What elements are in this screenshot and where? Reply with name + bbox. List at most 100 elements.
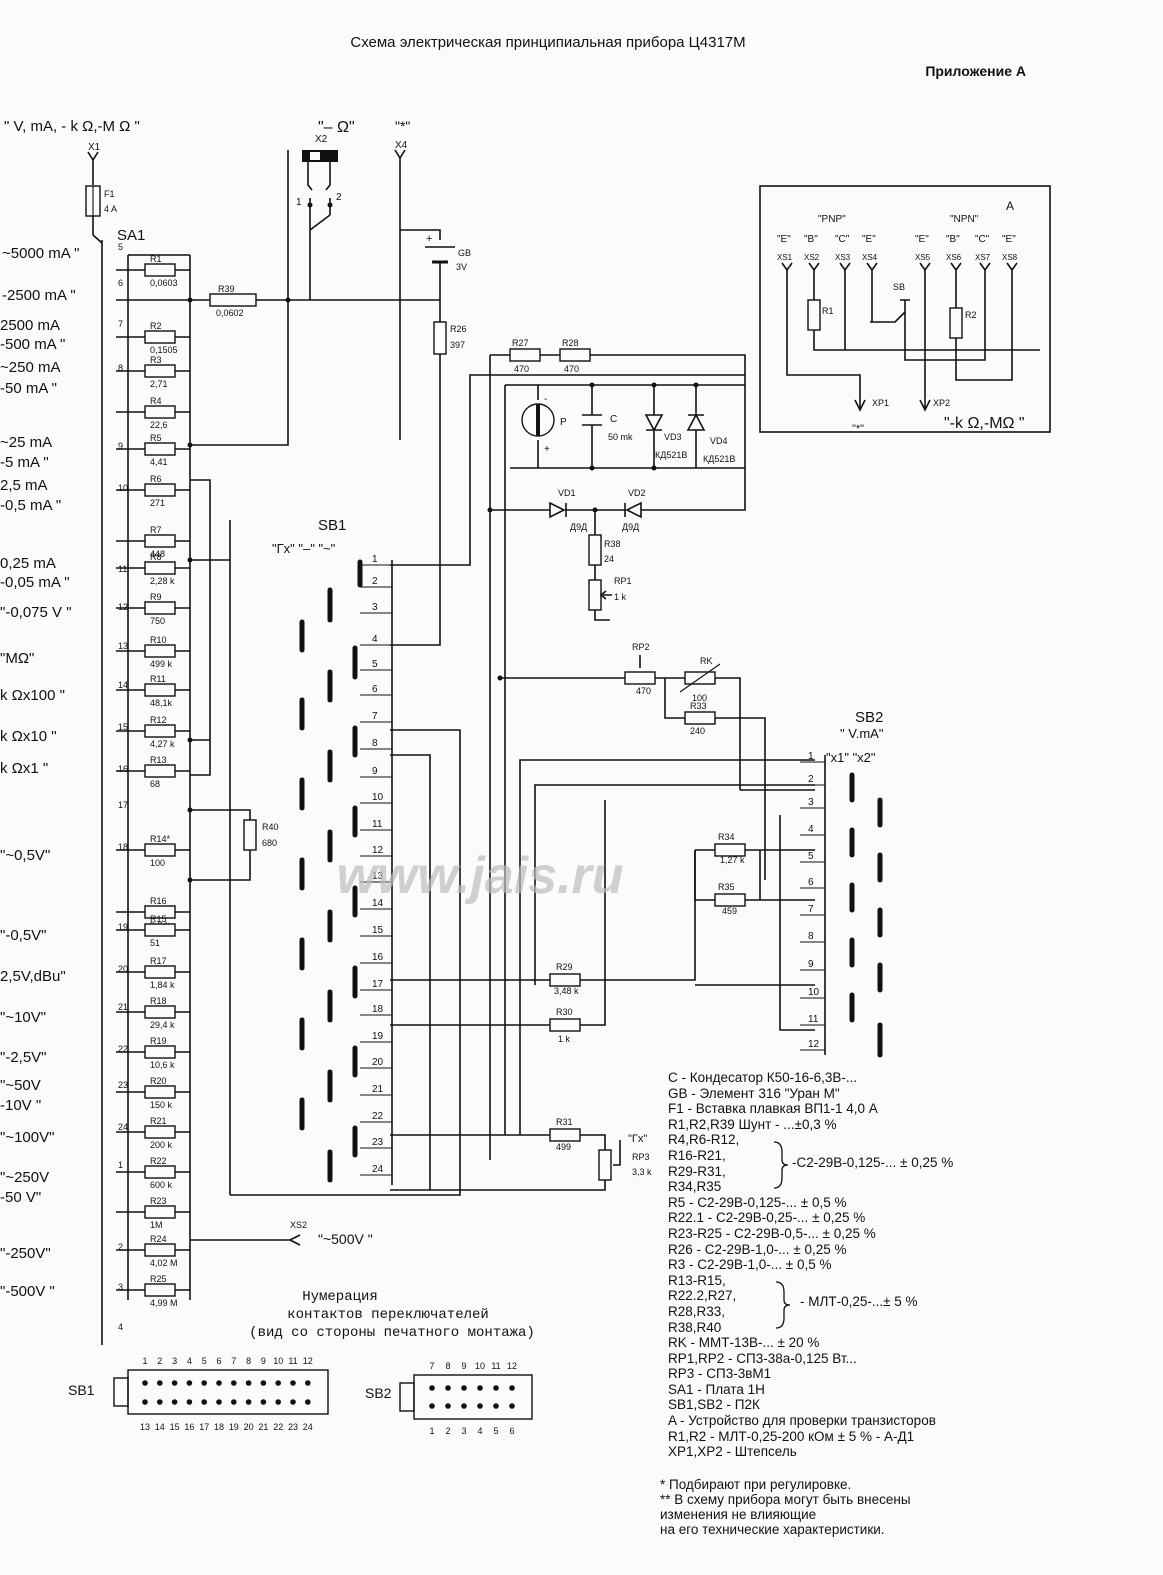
resistor-r11	[144, 683, 176, 697]
socket-icon	[808, 262, 820, 272]
sa1-contact-number: 23	[118, 1080, 128, 1090]
xp1-mode-label: "*"	[852, 423, 864, 435]
sa1-contact-number: 15	[118, 722, 128, 732]
socket-icon	[839, 262, 851, 272]
input-label-x1: " V, mA, - k Ω,-M Ω "	[4, 118, 140, 135]
sb1-bottom-number: 21	[258, 1422, 268, 1432]
battery-name: GB	[458, 248, 471, 258]
transistor-sockets: "E"XS1"B"XS2"C"XS3"E"XS4"E"XS5"B"XS6"C"X…	[777, 234, 1018, 272]
resistor-name: R23	[150, 1196, 167, 1206]
resistor-value: 750	[150, 616, 165, 626]
resistor-name: R12	[150, 715, 167, 725]
sb1-contact: 3	[372, 602, 378, 613]
legend-row: R38,R40	[668, 1319, 722, 1335]
resistor-value: 1,84 k	[150, 980, 175, 990]
sa1-label: SA1	[117, 227, 145, 244]
shunt-resistor-chain: R10,0603R20,1505R32,71R422,6R54,41R6271R…	[116, 254, 230, 1308]
sb1-top-number: 8	[246, 1356, 251, 1366]
sb2-bottom-number: 5	[493, 1426, 498, 1436]
resistor-r38-name: R38	[604, 539, 621, 549]
footnote-row: * Подбирают при регулировке.	[660, 1477, 852, 1492]
resistor-r17	[144, 965, 176, 979]
range-label: "~10V"	[0, 1009, 46, 1026]
sb1-top-number: 3	[172, 1356, 177, 1366]
svg-text:-: -	[544, 394, 547, 405]
sb2-contact: 9	[808, 959, 814, 970]
range-label: -0,05 mA "	[0, 574, 70, 591]
sa1-contact-number: 20	[118, 964, 128, 974]
resistor-name: R25	[150, 1274, 167, 1284]
legend-row: R22.2,R27,	[668, 1288, 737, 1304]
resistor-r28	[559, 348, 591, 362]
connector-x1-symbol	[87, 151, 99, 185]
sb2-top-number: 10	[475, 1361, 485, 1371]
sb2-contact: 11	[808, 1014, 819, 1025]
diode-vd1-value: Д9Д	[570, 522, 587, 532]
footnote-row: изменения не влияющие	[660, 1507, 817, 1522]
legend-group2-spec: - МЛТ-0,25-...± 5 %	[800, 1294, 918, 1309]
resistor-r27-name: R27	[512, 338, 529, 348]
diode-vd1	[549, 501, 567, 519]
transistor-tester-r1-label: R1	[822, 306, 834, 316]
resistor-r33-value: 240	[690, 726, 705, 736]
sb2-mode: " V.mA"	[840, 726, 884, 741]
meter-p-label: P	[560, 417, 567, 428]
sb1-contact: 9	[372, 766, 378, 777]
numbering-note: (вид со стороны печатного монтажа)	[249, 1325, 535, 1341]
resistor-r38-value: 24	[604, 554, 614, 564]
socket-icon	[919, 262, 931, 272]
connector-xs2-label: "~500V "	[318, 1231, 373, 1247]
range-label: -10V "	[0, 1097, 41, 1114]
sa1-contact-number: 22	[118, 1044, 128, 1054]
resistor-value: 10,6 k	[150, 1060, 175, 1070]
resistor-r21	[144, 1125, 176, 1139]
resistor-r26-value: 397	[450, 340, 465, 350]
legend-row: F1 - Вставка плавкая ВП1-1 4,0 А	[668, 1101, 878, 1117]
connector-x1: X1	[88, 142, 101, 153]
resistor-r18	[144, 1005, 176, 1019]
resistor-value: 100	[150, 858, 165, 868]
resistor-r5	[144, 442, 176, 456]
sa1-contact-number: 1	[118, 1160, 123, 1170]
diode-vd3-name: VD3	[664, 432, 682, 442]
sb2-bottom-number: 2	[445, 1426, 450, 1436]
sb1-contact: 21	[372, 1084, 384, 1095]
resistor-r19	[144, 1045, 176, 1059]
sb2-contact: 1	[808, 751, 814, 762]
resistor-name: R3	[150, 355, 162, 365]
diode-vd2-name: VD2	[628, 488, 646, 498]
fuse-f1-name: F1	[104, 189, 115, 199]
sb1-top-number: 1	[142, 1356, 147, 1366]
sb1-contact: 16	[372, 952, 384, 963]
svg-text:1: 1	[296, 197, 302, 208]
connector-x4: X4	[395, 140, 408, 151]
transistor-pin-label: "C"	[835, 234, 850, 245]
resistor-r31-name: R31	[556, 1117, 573, 1127]
resistor-name: R19	[150, 1036, 167, 1046]
legend-row: R16-R21,	[668, 1147, 726, 1163]
resistor-value: 0,0603	[150, 278, 178, 288]
sb1-contact: 23	[372, 1137, 384, 1148]
socket-icon	[781, 262, 793, 272]
legend-row: RP3 - СП3-3вМ1	[668, 1366, 772, 1382]
legend-row: C - Кондесатор К50-16-6,3В-...	[668, 1070, 858, 1085]
resistor-name: R18	[150, 996, 167, 1006]
resistor-r25	[144, 1283, 176, 1297]
resistor-r26-name: R26	[450, 324, 467, 334]
sb1-contact: 2	[372, 576, 378, 587]
transistor-pin-label: "E"	[1002, 234, 1016, 245]
sb1-contact: 20	[372, 1057, 384, 1068]
npn-label: "NPN"	[950, 214, 979, 225]
range-label: "-0,075 V "	[0, 604, 72, 621]
range-label: "~0,5V"	[0, 847, 50, 864]
sb1-top-number: 9	[261, 1356, 266, 1366]
range-label: "-2,5V"	[0, 1049, 47, 1066]
range-label: "~50V	[0, 1077, 41, 1094]
legend-brace-2	[775, 1281, 791, 1329]
socket-icon	[1006, 262, 1018, 272]
sb1-contact-block	[127, 1369, 329, 1415]
sb2-contact: 7	[808, 904, 814, 915]
resistor-r23	[144, 1205, 176, 1219]
sa1-contact-number: 24	[118, 1122, 128, 1132]
